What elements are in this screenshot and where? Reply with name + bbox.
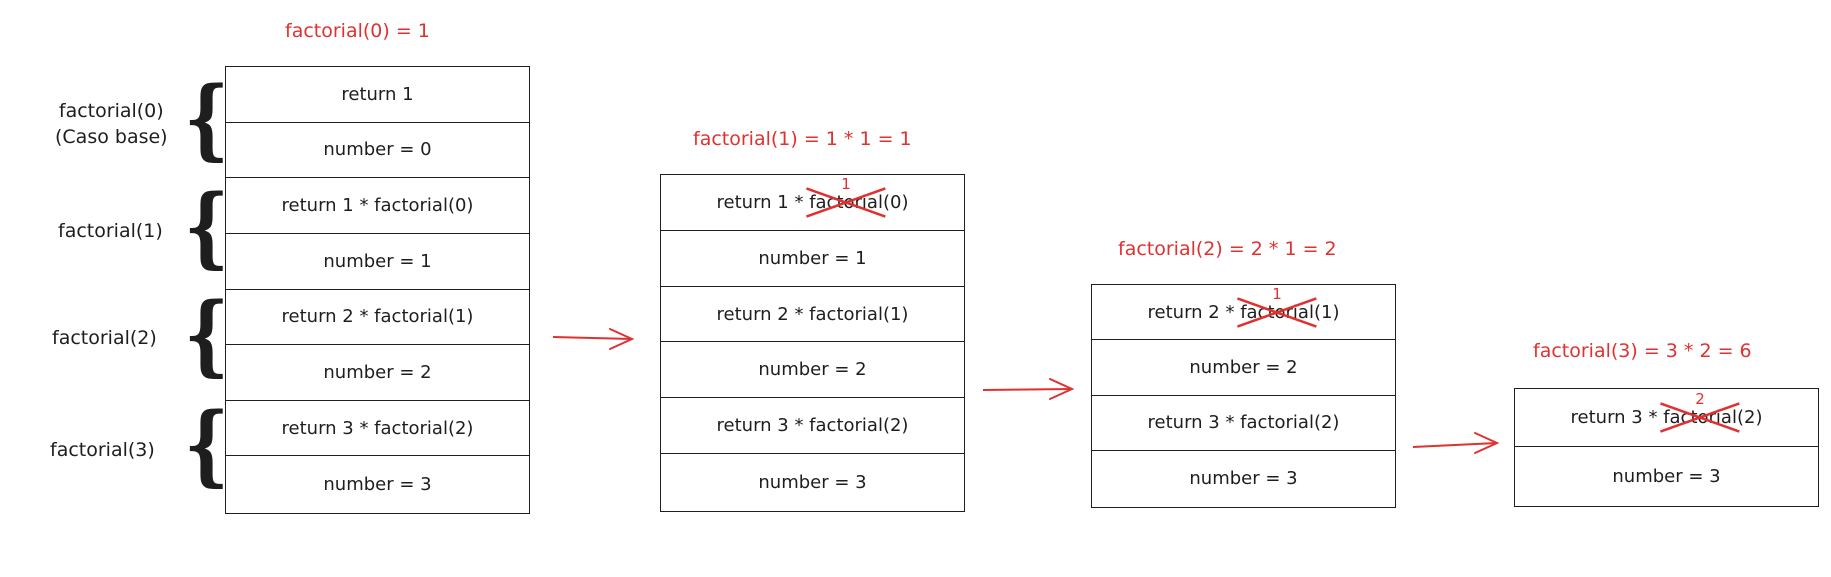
stack-frame-number: number = 3 [1189,467,1298,489]
frame-label-2: factorial(2) [52,325,157,351]
stack-title: factorial(1) = 1 * 1 = 1 [693,128,912,150]
stack-frame-number: number = 3 [323,473,432,495]
stack-frame-number: number = 3 [758,471,867,493]
stack-frame-return: return 3 * factorial(2) [661,398,964,455]
curly-brace-icon: { [184,66,230,170]
frame-label-3: factorial(3) [50,437,155,463]
stack-title: factorial(2) = 2 * 1 = 2 [1118,238,1337,260]
stack-frame-return: return 3 * factorial(2) [226,401,529,457]
code-prefix: return 1 * [716,191,810,213]
code-prefix: return 3 * [1570,407,1664,428]
stack-frame-return: return 1 [226,67,529,123]
stack-frame-number: number = 2 [226,345,529,401]
stack-frame-number: number = 2 [1092,340,1395,396]
code-suffix: (2) [1736,407,1763,428]
stack-frame-number: number = 2 [661,343,964,399]
replacement-value: 1 [1272,284,1282,303]
frame-label-line: factorial(2) [52,327,157,349]
stack-frame-number: number = 3 [1612,465,1721,487]
stack-title: factorial(3) = 3 * 2 = 6 [1533,340,1752,362]
frame-label-0: factorial(0) (Caso base) [55,98,168,150]
frame-label-line: factorial(1) [58,220,163,242]
right-arrow-icon [552,328,635,350]
stack-frame-return: return 1 * factorial(0) [226,178,529,234]
stack-frame-return: return 3 * factorial(2) [1092,396,1395,451]
curly-brace-icon: { [184,282,230,386]
replacement-value: 2 [1695,390,1705,408]
code-prefix: return 2 * [1147,301,1241,323]
stack-frame-number: number = 1 [226,234,529,290]
right-arrow-icon [1412,432,1500,454]
curly-brace-icon: { [184,174,230,278]
code-suffix: (1) [1313,301,1340,323]
right-arrow-icon [982,378,1075,400]
stack-frame-return: return 2 * factorial(1) [226,290,529,346]
frame-label-1: factorial(1) [58,218,163,244]
curly-brace-icon: { [184,392,230,496]
code-suffix: (0) [882,191,909,213]
stack-title: factorial(0) = 1 [285,20,430,42]
replacement-value: 1 [841,174,851,193]
frame-label-line: (Caso base) [55,126,168,148]
stack-frame-number: number = 1 [661,231,964,287]
frame-label-line: factorial(3) [50,439,155,461]
stack-frame-number: number = 0 [226,123,529,179]
stack-frame-return: return 2 * factorial(1) [661,287,964,343]
frame-label-line: factorial(0) [58,100,164,122]
